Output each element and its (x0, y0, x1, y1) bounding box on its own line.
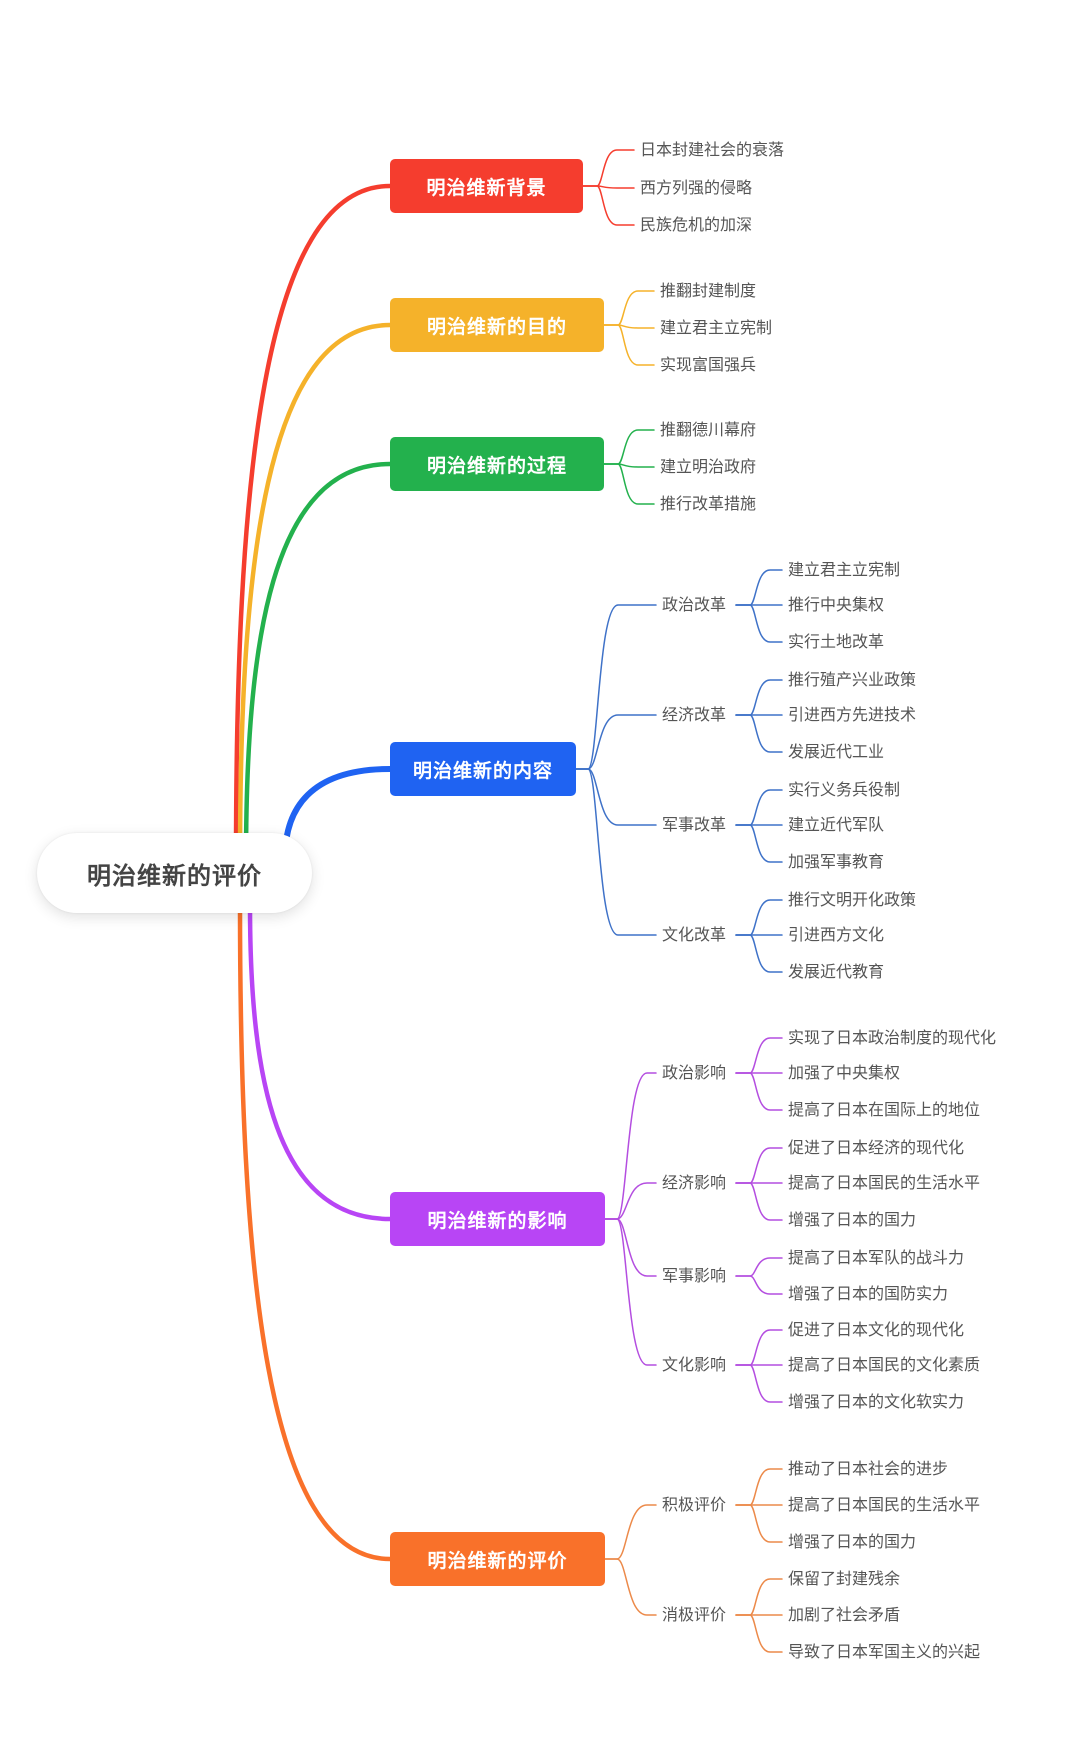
leaf-node[interactable]: 增强了日本的文化软实力 (788, 1392, 965, 1411)
leaf-connector (735, 1504, 783, 1543)
leaf-node[interactable]: 实现富国强兵 (660, 355, 757, 374)
leaf-connector (735, 1468, 783, 1506)
leaf-node[interactable]: 实行土地改革 (788, 632, 885, 651)
leaf-node[interactable]: 引进西方文化 (788, 925, 885, 944)
leaf-connector (735, 1329, 783, 1366)
leaf-connector (735, 1072, 783, 1111)
branch-node[interactable]: 明治维新的过程 (390, 437, 604, 491)
leaf-connector (603, 463, 655, 505)
sub-node[interactable]: 文化影响 (662, 1355, 727, 1374)
main-connector (233, 183, 393, 865)
leaf-node[interactable]: 保留了封建残余 (788, 1569, 901, 1588)
leaf-node[interactable]: 推行中央集权 (788, 595, 885, 614)
leaf-connector (735, 679, 783, 716)
leaf-connector (735, 824, 783, 863)
branch-node[interactable]: 明治维新的内容 (390, 742, 576, 796)
leaf-node[interactable]: 发展近代教育 (788, 962, 885, 981)
sub-connector (604, 1218, 657, 1277)
leaf-connector (735, 1037, 783, 1074)
leaf-node[interactable]: 实现了日本政治制度的现代化 (788, 1028, 997, 1047)
branch-node[interactable]: 明治维新的影响 (390, 1192, 605, 1246)
leaf-connector (735, 1275, 783, 1295)
leaf-node[interactable]: 建立近代军队 (788, 815, 885, 834)
leaf-node[interactable]: 推动了日本社会的进步 (788, 1459, 949, 1478)
leaf-connector (735, 569, 783, 606)
sub-node[interactable]: 军事影响 (662, 1266, 727, 1285)
leaf-connector (735, 604, 783, 643)
leaf-connector (735, 1614, 783, 1653)
main-connector (243, 461, 393, 865)
leaf-connector (735, 1182, 783, 1221)
leaf-connector (735, 1257, 783, 1277)
sub-node[interactable]: 经济改革 (662, 705, 727, 724)
sub-connector (575, 604, 657, 770)
leaf-node[interactable]: 提高了日本国民的文化素质 (788, 1355, 981, 1374)
root-node[interactable]: 明治维新的评价 (37, 833, 312, 913)
main-connector (247, 902, 393, 1222)
leaf-connector (735, 934, 783, 973)
sub-node[interactable]: 军事改革 (662, 815, 727, 834)
leaf-connector (582, 149, 635, 187)
leaf-node[interactable]: 导致了日本军国主义的兴起 (788, 1642, 981, 1661)
leaf-node[interactable]: 西方列强的侵略 (640, 178, 753, 197)
leaf-connector (582, 185, 635, 226)
leaf-connector (735, 1147, 783, 1184)
main-connector (237, 902, 393, 1562)
leaf-node[interactable]: 增强了日本的国防实力 (788, 1284, 949, 1303)
sub-node[interactable]: 积极评价 (662, 1495, 727, 1514)
leaf-connector (735, 789, 783, 826)
sub-connector (604, 1182, 657, 1220)
sub-node[interactable]: 政治改革 (662, 595, 727, 614)
leaf-connector (735, 1578, 783, 1616)
leaf-connector (603, 290, 655, 326)
leaf-node[interactable]: 提高了日本军队的战斗力 (788, 1248, 965, 1267)
leaf-node[interactable]: 提高了日本在国际上的地位 (788, 1100, 981, 1119)
leaf-node[interactable]: 推行殖产兴业政策 (788, 670, 917, 689)
leaf-connector (603, 324, 655, 366)
main-connector (237, 322, 393, 865)
leaf-node[interactable]: 加强了中央集权 (788, 1063, 901, 1082)
leaf-node[interactable]: 促进了日本经济的现代化 (788, 1138, 965, 1157)
leaf-connector (735, 899, 783, 936)
leaf-connector (735, 714, 783, 753)
branch-node[interactable]: 明治维新的目的 (390, 298, 604, 352)
leaf-connector (735, 1364, 783, 1403)
sub-node[interactable]: 文化改革 (662, 925, 727, 944)
leaf-connector (603, 429, 655, 465)
sub-connector (604, 1218, 657, 1366)
leaf-node[interactable]: 建立君主立宪制 (660, 318, 773, 337)
sub-connector (575, 768, 657, 936)
leaf-node[interactable]: 加剧了社会矛盾 (788, 1605, 901, 1624)
leaf-node[interactable]: 实行义务兵役制 (788, 780, 901, 799)
leaf-node[interactable]: 提高了日本国民的生活水平 (788, 1173, 981, 1192)
leaf-node[interactable]: 推翻德川幕府 (660, 420, 757, 439)
sub-connector (604, 1072, 657, 1220)
leaf-node[interactable]: 发展近代工业 (788, 742, 885, 761)
branch-node[interactable]: 明治维新背景 (390, 159, 583, 213)
sub-connector (575, 768, 657, 826)
leaf-node[interactable]: 建立君主立宪制 (788, 560, 901, 579)
leaf-node[interactable]: 建立明治政府 (660, 457, 757, 476)
sub-node[interactable]: 政治影响 (662, 1063, 727, 1082)
sub-connector (604, 1504, 657, 1560)
leaf-node[interactable]: 推翻封建制度 (660, 281, 757, 300)
sub-connector (604, 1558, 657, 1616)
leaf-node[interactable]: 推行改革措施 (660, 494, 757, 513)
leaf-node[interactable]: 推行文明开化政策 (788, 890, 917, 909)
leaf-node[interactable]: 民族危机的加深 (640, 215, 753, 234)
leaf-node[interactable]: 加强军事教育 (788, 852, 885, 871)
leaf-node[interactable]: 增强了日本的国力 (788, 1532, 917, 1551)
leaf-node[interactable]: 增强了日本的国力 (788, 1210, 917, 1229)
sub-node[interactable]: 消极评价 (662, 1605, 727, 1624)
leaf-node[interactable]: 促进了日本文化的现代化 (788, 1320, 965, 1339)
branch-node[interactable]: 明治维新的评价 (390, 1532, 605, 1586)
sub-node[interactable]: 经济影响 (662, 1173, 727, 1192)
leaf-node[interactable]: 日本封建社会的衰落 (640, 140, 785, 159)
leaf-node[interactable]: 提高了日本国民的生活水平 (788, 1495, 981, 1514)
leaf-node[interactable]: 引进西方先进技术 (788, 705, 917, 724)
sub-connector (575, 714, 657, 770)
